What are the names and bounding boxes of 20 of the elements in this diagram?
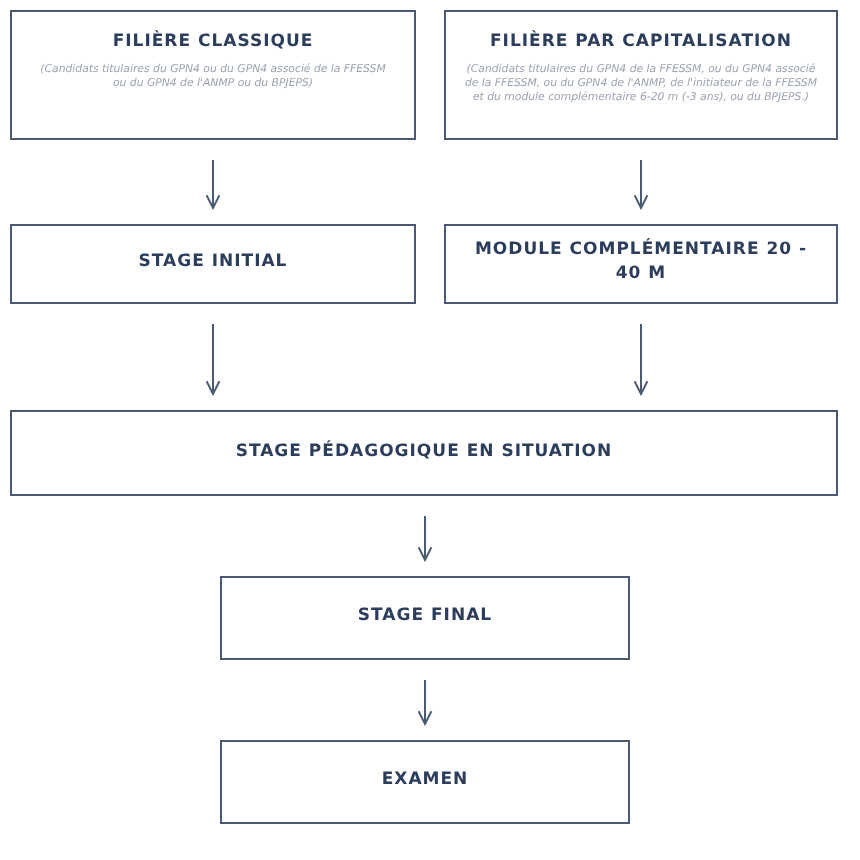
box-title: FILIÈRE PAR CAPITALISATION <box>489 32 793 56</box>
box-title: MODULE COMPLÉMENTAIRE 20 - 40 M <box>472 240 810 288</box>
arrow <box>205 323 221 395</box>
arrow <box>633 323 649 395</box>
process-box <box>220 576 630 660</box>
process-box <box>220 740 630 824</box>
process-box <box>10 10 416 140</box>
process-box <box>444 224 838 304</box>
box-title: FILIÈRE CLASSIQUE <box>112 32 314 56</box>
arrow <box>417 515 433 561</box>
box-title: STAGE PÉDAGOGIQUE EN SITUATION <box>235 441 613 465</box>
box-title: STAGE FINAL <box>357 606 493 630</box>
process-box <box>10 410 838 496</box>
arrow <box>205 159 221 209</box>
arrow <box>633 159 649 209</box>
process-box <box>444 10 838 140</box>
box-title: EXAMEN <box>381 770 469 794</box>
process-box <box>10 224 416 304</box>
box-title: STAGE INITIAL <box>138 252 288 276</box>
arrow <box>417 679 433 725</box>
